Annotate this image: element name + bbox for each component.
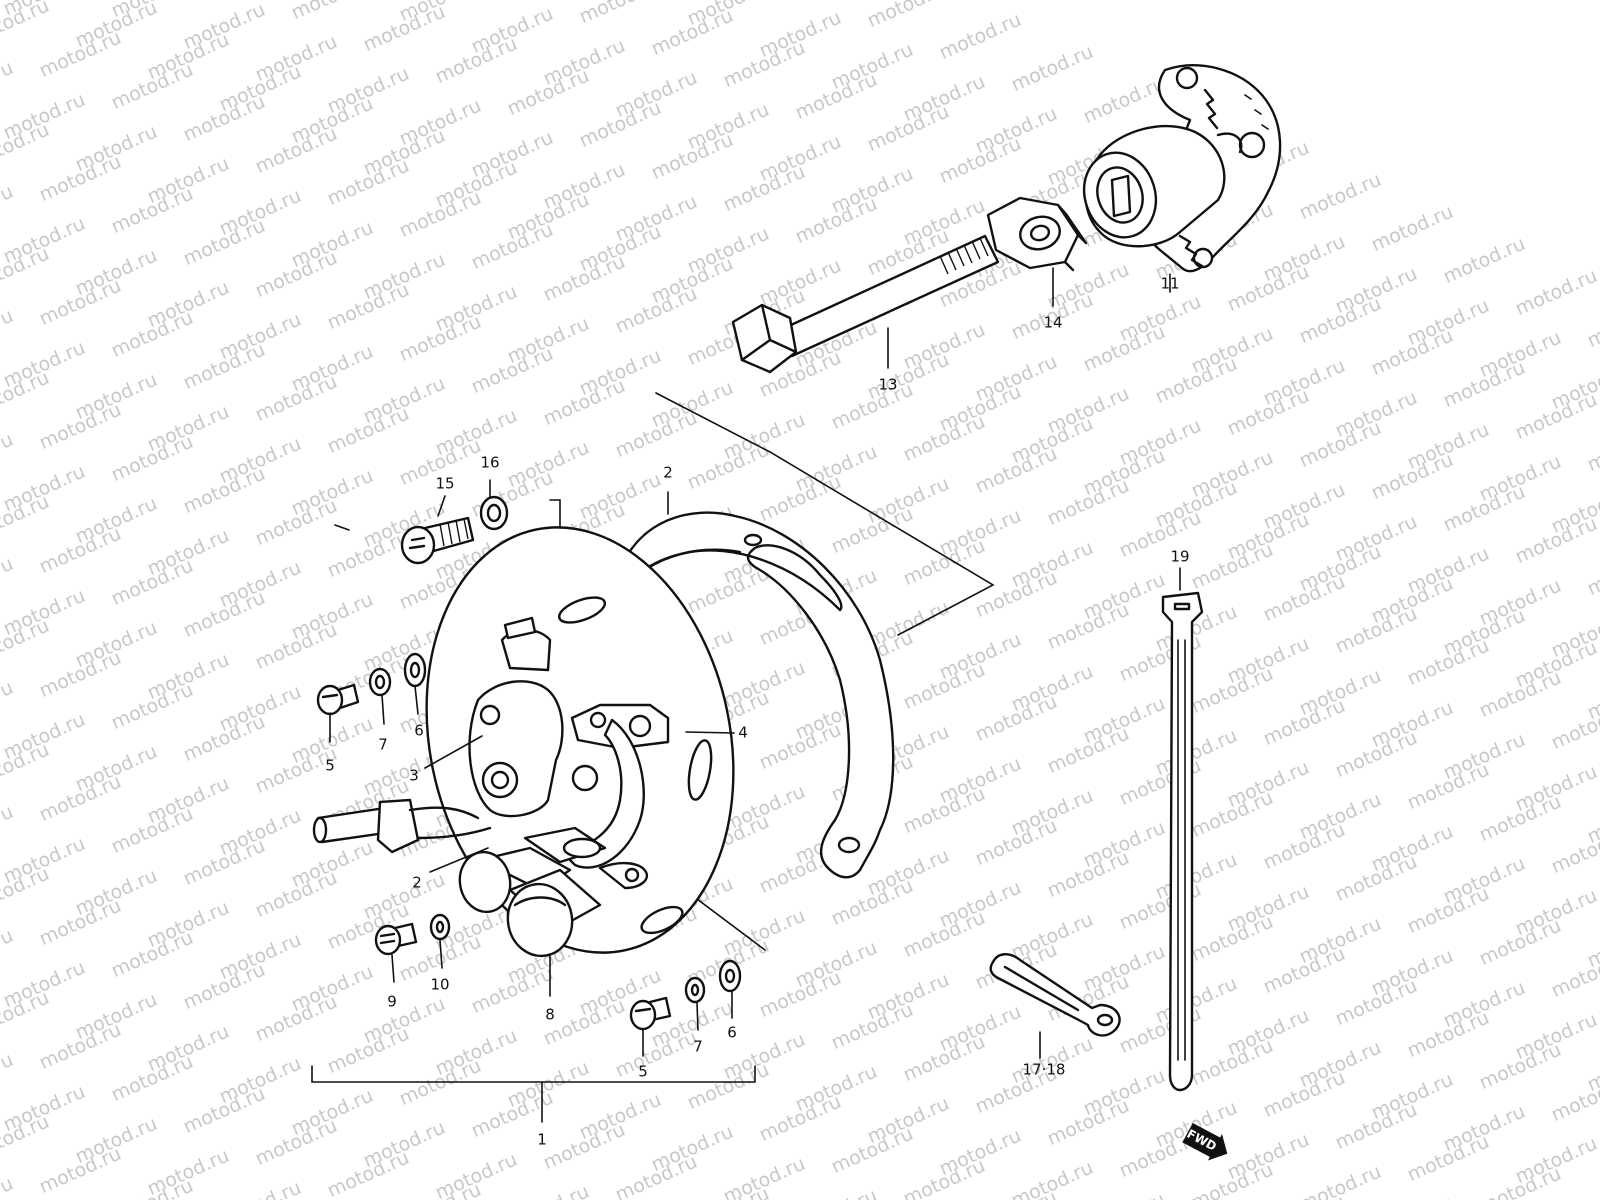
callout-2-upper: 2: [663, 463, 673, 482]
callout-9: 9: [387, 992, 397, 1011]
callout-14: 14: [1043, 313, 1063, 332]
part-16-washer: [479, 495, 509, 531]
callout-8: 8: [545, 1005, 555, 1024]
callout-2-lower: 2: [412, 873, 422, 892]
callout-15: 15: [435, 474, 455, 493]
part-3-contact-breaker: [468, 616, 599, 818]
callout-3: 3: [409, 766, 419, 785]
part-7-lock-washer-lower: [684, 976, 706, 1004]
part-5-screw-lower: [629, 996, 672, 1031]
callout-leaders: [311, 267, 1181, 1123]
part-17-18-clamp: [989, 953, 1121, 1037]
callout-4: 4: [738, 723, 748, 742]
callout-10: 10: [430, 975, 450, 994]
callout-6-upper: 6: [414, 721, 424, 740]
callout-6-lower: 6: [727, 1023, 737, 1042]
callout-5-lower: 5: [638, 1062, 648, 1081]
callout-5-upper: 5: [325, 756, 335, 775]
part-8-coil-condenser: [458, 826, 649, 958]
part-10-washer: [429, 913, 451, 941]
part-7-lock-washer-upper: [368, 667, 392, 697]
callout-7-upper: 7: [378, 735, 388, 754]
callout-7-lower: 7: [693, 1037, 703, 1056]
part-5-screw-upper: [316, 683, 360, 716]
part-19-cable-tie: [1161, 591, 1204, 1092]
callout-16: 16: [480, 453, 500, 472]
callout-11: 11: [1160, 274, 1180, 293]
part-4-condenser-arm: [558, 703, 670, 869]
part-6-washer-upper: [403, 652, 427, 688]
part-14-nut: [986, 196, 1088, 272]
part-13-bolt: [731, 234, 1000, 374]
part-15-screw: [400, 516, 475, 565]
callout-13: 13: [878, 375, 898, 394]
part-11-rotor-housing: [1082, 64, 1282, 273]
part-9-screw: [374, 922, 418, 956]
callout-1: 1: [537, 1130, 547, 1149]
callout-17-18: 17·18: [1022, 1060, 1066, 1079]
part-6-washer-lower: [718, 959, 742, 993]
lead-wire: [312, 798, 492, 854]
callout-19: 19: [1170, 547, 1190, 566]
